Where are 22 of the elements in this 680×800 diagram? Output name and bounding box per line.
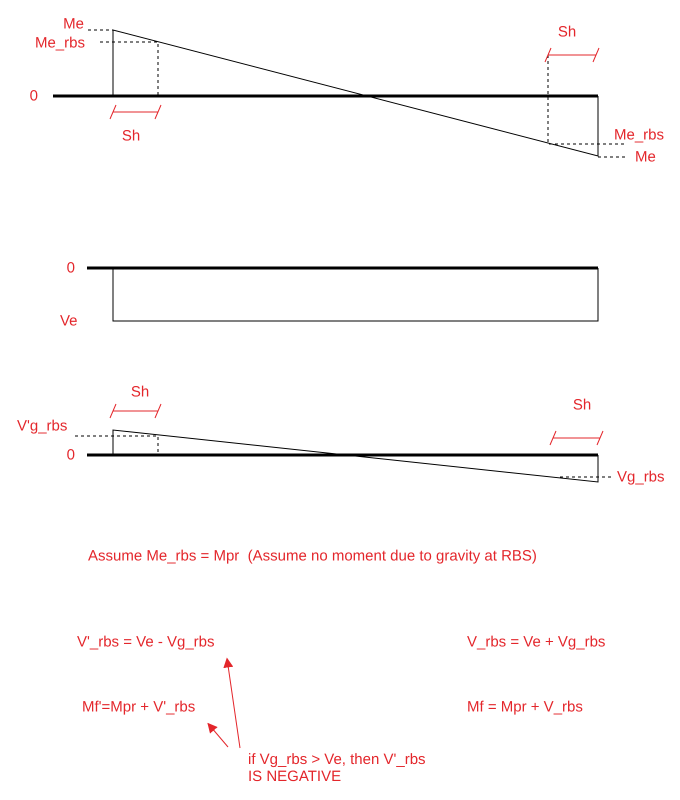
formula-text: Mf'=Mpr + V'_rbs <box>82 698 196 716</box>
arrow <box>207 722 228 748</box>
zero-label: 0 <box>66 446 75 464</box>
note-text: Assume Me_rbs = Mpr (Assume no moment due to gravity at RBS) <box>88 548 537 564</box>
dimension-label: Sh <box>558 24 576 40</box>
dimension-label: Sh <box>122 128 140 144</box>
dimension-label: Sh <box>130 384 150 400</box>
dimension-label: Sh <box>572 396 592 414</box>
moment-label: Me_rbs <box>34 34 85 52</box>
arrow <box>223 658 240 748</box>
shear-label: Vg_rbs <box>617 468 665 486</box>
zero-label: 0 <box>66 260 75 276</box>
moment-label: Me <box>635 148 656 166</box>
formula-text: Mf = Mpr + V_rbs <box>467 698 583 716</box>
moment-label: Me_rbs <box>614 126 664 144</box>
moment-label: Me <box>63 16 84 32</box>
shear-label: V'g_rbs <box>17 418 68 434</box>
formula-text: V_rbs = Ve + Vg_rbs <box>467 634 606 650</box>
zero-label: 0 <box>30 88 38 104</box>
note-text: if Vg_rbs > Ve, then V'_rbs IS NEGATIVE <box>248 751 428 785</box>
shear-label: Ve <box>60 312 78 330</box>
formula-text: V'_rbs = Ve - Vg_rbs <box>77 634 215 650</box>
